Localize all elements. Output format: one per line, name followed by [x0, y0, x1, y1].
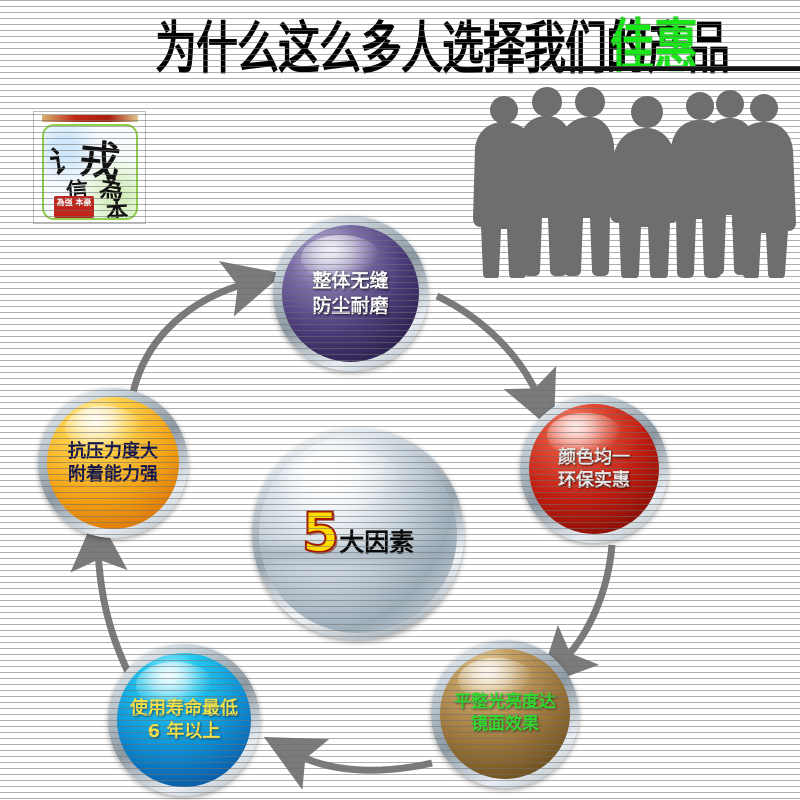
factor-label-bronze: 平整光亮度达 镜面效果	[454, 692, 556, 734]
factor-sphere-red[interactable]: 颜色均一 环保实惠	[520, 395, 668, 543]
center-suffix: 大因素	[339, 528, 415, 557]
arrow-cyan-to-orange	[70, 512, 134, 678]
center-number: 5	[301, 501, 341, 564]
factor-sphere-cyan[interactable]: 使用寿命最低 6 年以上	[108, 644, 260, 796]
arrow-orange-to-purple	[129, 261, 284, 394]
factor-sphere-purple[interactable]: 整体无缝 防尘耐磨	[273, 216, 428, 371]
factor-label-cyan: 使用寿命最低 6 年以上	[130, 697, 238, 742]
factor-sphere-bronze[interactable]: 平整光亮度达 镜面效果	[431, 640, 579, 788]
arrow-bronze-to-cyan	[263, 736, 433, 790]
people-silhouette-group	[473, 87, 796, 278]
center-label: 5 大因素	[301, 501, 415, 564]
logo-inner-panel: 讠 戎 信 為 本 為强 本豪	[42, 124, 138, 220]
brand-name: 佳惠	[610, 14, 698, 81]
logo-char-5: 本	[105, 198, 129, 220]
factor-label-orange: 抗压力度大 附着能力强	[68, 440, 158, 485]
logo-seal: 為强 本豪	[54, 196, 94, 218]
header: 为什么这么多人选择我们的产品 佳惠	[0, 0, 800, 92]
factor-label-red: 颜色均一 环保实惠	[558, 446, 630, 491]
center-sphere[interactable]: 5 大因素	[252, 428, 464, 640]
title-underline	[556, 66, 800, 71]
arrow-purple-to-red	[435, 292, 557, 432]
logo-top-bar	[42, 115, 138, 122]
factor-sphere-orange[interactable]: 抗压力度大 附着能力强	[38, 388, 188, 538]
arrow-red-to-bronze	[537, 544, 616, 688]
factor-label-purple: 整体无缝 防尘耐磨	[312, 270, 389, 317]
company-logo: 讠 戎 信 為 本 為强 本豪	[33, 111, 146, 224]
